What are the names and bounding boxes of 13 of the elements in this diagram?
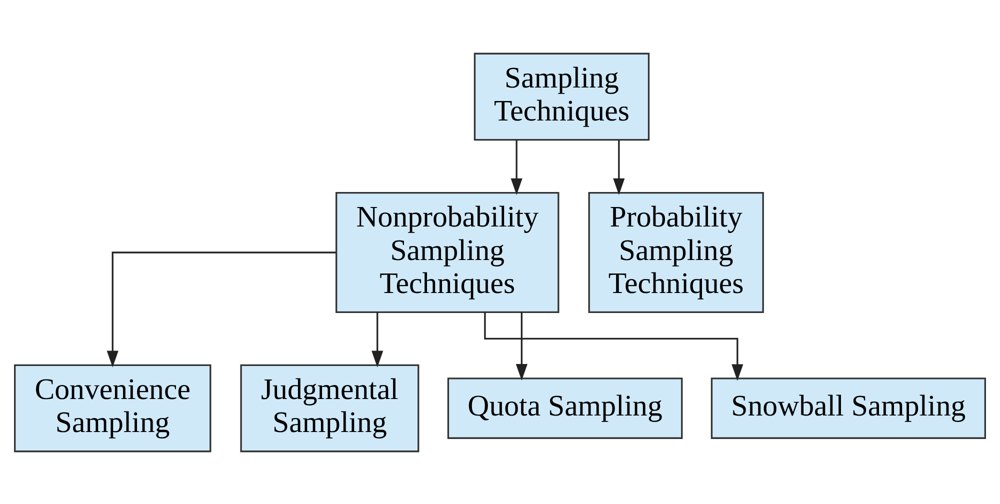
arrow xyxy=(106,251,336,367)
node-box: Sampling Techniques xyxy=(474,52,650,140)
arrow xyxy=(484,312,744,380)
node-box: Judgmental Sampling xyxy=(240,364,420,452)
node-box: Probability Sampling Techniques xyxy=(588,192,764,312)
arrow xyxy=(372,312,384,367)
node-box: Nonprobability Sampling Techniques xyxy=(336,192,560,312)
node-box: Convenience Sampling xyxy=(14,364,212,452)
node-box: Snowball Sampling xyxy=(710,377,986,438)
arrow xyxy=(510,140,522,194)
arrow xyxy=(613,140,625,194)
arrow xyxy=(516,312,528,380)
node-box: Quota Sampling xyxy=(447,377,683,438)
